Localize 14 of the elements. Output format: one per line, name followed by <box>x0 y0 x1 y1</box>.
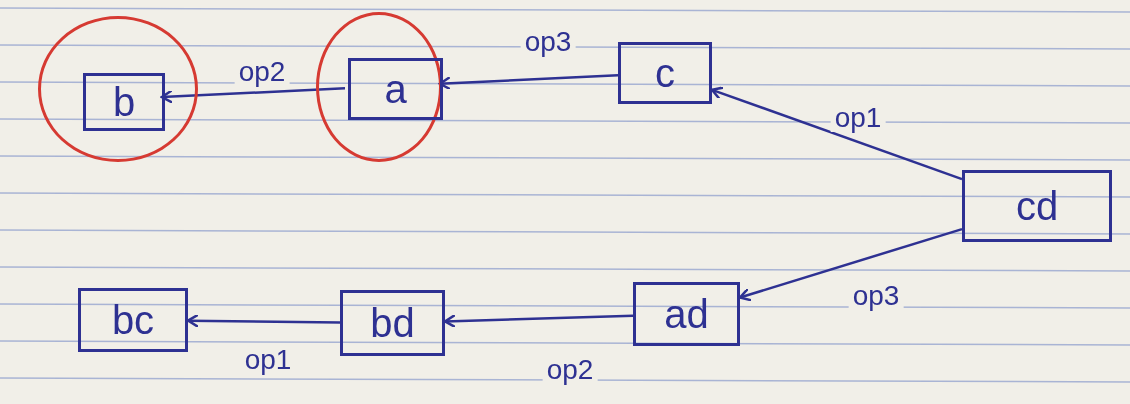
arrow <box>186 313 340 328</box>
node-box: c <box>618 42 712 104</box>
circle-outline <box>316 12 442 162</box>
node-box: bc <box>78 288 188 352</box>
arrow <box>710 86 963 181</box>
node-box: ad <box>633 282 740 346</box>
node-box: cd <box>962 170 1112 242</box>
node-box: a <box>348 58 443 120</box>
node-box: bd <box>340 290 445 356</box>
arrow <box>738 227 963 302</box>
node-box: b <box>83 73 165 131</box>
arrow <box>160 87 346 104</box>
circle-outline <box>38 16 198 162</box>
arrow <box>443 313 634 329</box>
